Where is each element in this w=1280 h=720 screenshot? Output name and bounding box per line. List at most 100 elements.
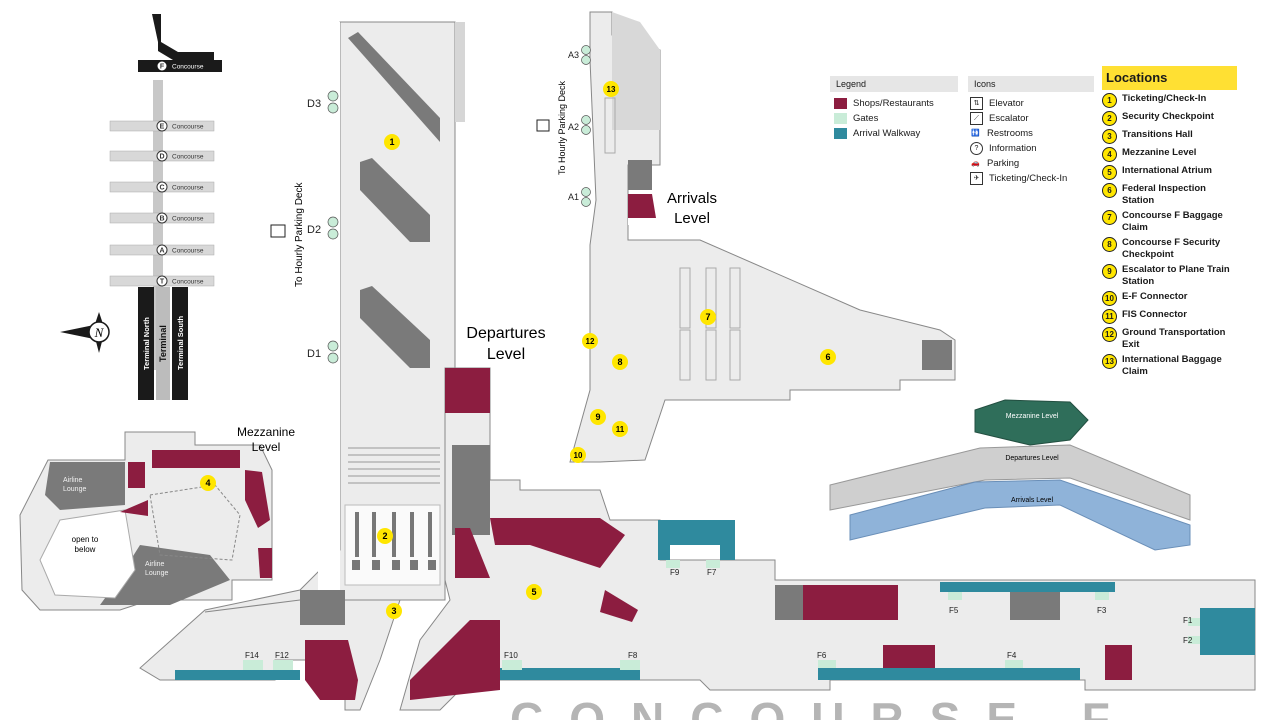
shop-block-7	[803, 585, 898, 620]
location-item-5: 5 International Atrium	[1102, 165, 1237, 180]
a1-arrow-out-icon	[581, 187, 591, 197]
restroom-block-3	[1010, 590, 1060, 620]
icons-label-information: Information	[989, 143, 1037, 154]
location-number: 13	[1102, 354, 1117, 369]
restroom-icon: 🚻	[971, 130, 980, 137]
mezzanine-level-title-2: Level	[252, 440, 281, 454]
legend-item-gates: Gates	[830, 111, 958, 126]
gate-f5: F5	[949, 606, 959, 615]
terminal-south-bar	[172, 287, 188, 400]
legend-label-walkway: Arrival Walkway	[853, 128, 921, 139]
gate-areas	[243, 560, 1200, 670]
overview-marker-b	[156, 212, 168, 224]
iso-departures-label: Departures Level	[1005, 455, 1059, 462]
d1-arrow-in-icon	[327, 352, 339, 364]
location-label: Concourse F Baggage Claim	[1122, 210, 1223, 233]
overview-letter-b: B	[159, 216, 164, 223]
arrivals-restroom-block-2	[922, 340, 952, 370]
arrival-walkway-f8-f10	[500, 668, 640, 680]
restroom-block-2	[775, 585, 803, 620]
location-number: 7	[1102, 210, 1117, 225]
icons-panel: Icons ⇅Elevator ⟋Escalator 🚻Restrooms ?I…	[968, 76, 1094, 186]
overview-marker-d	[156, 150, 168, 162]
location-number: 12	[1102, 327, 1117, 342]
gate-f10: F10	[504, 651, 518, 660]
a3-arrow-out-icon	[581, 45, 591, 55]
icons-item-ticketing: ✈Ticketing/Check-In	[968, 171, 1094, 186]
terminal-center-bar	[156, 287, 170, 400]
overview-marker-e	[156, 120, 168, 132]
marker-10	[570, 447, 586, 463]
shop-block-1	[445, 368, 490, 413]
marker-3-label: 3	[391, 606, 396, 616]
marker-3	[386, 603, 402, 619]
a2-arrow-in-icon	[581, 125, 591, 135]
icons-label-restrooms: Restrooms	[987, 128, 1033, 139]
icons-item-elevator: ⇅Elevator	[968, 96, 1094, 111]
iso-mezzanine-label: Mezzanine Level	[1006, 413, 1059, 420]
legend-panel: Legend Shops/Restaurants Gates Arrival W…	[830, 76, 958, 141]
open-to-below-label-1: open to	[72, 535, 99, 544]
location-number: 4	[1102, 147, 1117, 162]
legend-title: Legend	[830, 76, 958, 92]
mezzanine-shop-left	[128, 462, 145, 488]
marker-8-label: 8	[617, 357, 622, 367]
icons-item-restrooms: 🚻 Restrooms	[968, 126, 1094, 141]
a1-arrow-in-icon	[581, 197, 591, 207]
icons-label-ticketing: Ticketing/Check-In	[989, 173, 1068, 184]
overview-letter-e: E	[160, 124, 165, 131]
marker-6-label: 6	[825, 352, 830, 362]
d3-arrow-out-icon	[327, 90, 339, 102]
marker-9-label: 9	[595, 412, 600, 422]
overview-label-b: Concourse	[172, 216, 204, 223]
iso-mezzanine-layer	[974, 399, 1089, 446]
shop-block-5	[305, 640, 358, 700]
gate-f9: F9	[670, 568, 680, 577]
legend-label-gates: Gates	[853, 113, 879, 124]
terminal-label: Terminal	[158, 325, 168, 362]
overview-marker-t	[156, 275, 168, 287]
gate-a3: A3	[568, 50, 579, 60]
icons-item-parking: 🚗Parking	[968, 156, 1094, 171]
location-markers: 1 2 3 4 5 6 7 8 9 10 11 12 13	[200, 81, 836, 619]
shops-swatch	[834, 98, 847, 109]
mezzanine-shop-corner	[258, 548, 272, 578]
marker-5	[526, 584, 542, 600]
gate-arrows-a	[581, 45, 591, 207]
shop-block-4	[600, 590, 638, 622]
location-label: International Baggage Claim	[1122, 354, 1222, 377]
mezzanine-shops-top	[152, 450, 240, 468]
marker-6	[820, 349, 836, 365]
gate-f2: F2	[1183, 636, 1193, 645]
ticketing-island-3	[360, 286, 430, 368]
location-number: 8	[1102, 237, 1117, 252]
legend-item-shops: Shops/Restaurants	[830, 96, 958, 111]
location-number: 9	[1102, 264, 1117, 279]
icons-label-parking: Parking	[987, 158, 1020, 169]
overview-spine	[153, 80, 163, 370]
arrival-walkway-f7-f9	[658, 520, 735, 560]
location-number: 5	[1102, 165, 1117, 180]
building-edge-strip	[455, 22, 465, 122]
overview-label-a: Concourse	[172, 248, 204, 255]
gate-d3: D3	[307, 98, 321, 110]
terminal-north-bar	[138, 287, 154, 400]
ticketing-island-1	[348, 32, 440, 142]
iso-arrivals-label: Arrivals Level	[1011, 497, 1053, 504]
overview-marker-a	[156, 244, 168, 256]
marker-13-label: 13	[607, 85, 616, 94]
security-queue-lines	[348, 447, 440, 484]
lounge-label-1b: Lounge	[63, 486, 86, 493]
marker-4-label: 4	[205, 478, 210, 488]
location-label: International Atrium	[1122, 165, 1212, 176]
departures-level-title-2: Level	[487, 346, 525, 363]
location-label: E-F Connector	[1122, 291, 1188, 302]
marker-1-label: 1	[389, 137, 394, 147]
marker-1	[384, 134, 400, 150]
gate-f3: F3	[1097, 606, 1107, 615]
